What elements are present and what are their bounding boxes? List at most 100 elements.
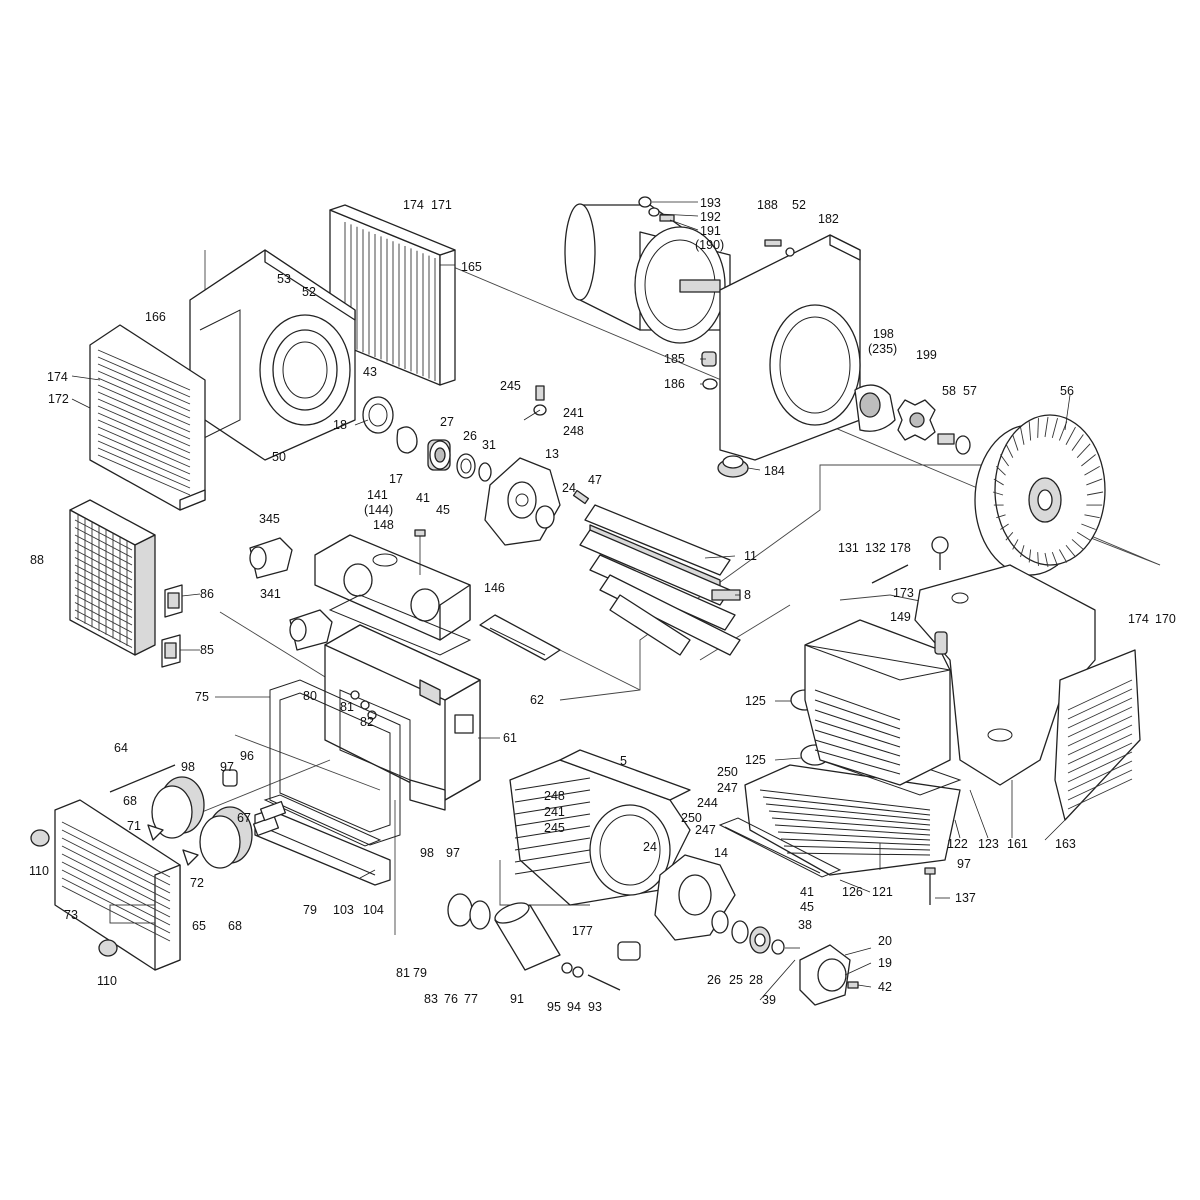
- linework: [514, 825, 591, 839]
- bracket-85: [161, 634, 181, 668]
- callout-27: 27: [440, 415, 454, 429]
- callout-126: 126: [842, 885, 863, 899]
- callout-198: 198: [873, 327, 894, 341]
- linework: [1065, 544, 1076, 558]
- callout-137: 137: [955, 891, 976, 905]
- linework: [1028, 549, 1032, 563]
- front-grille-73: [54, 799, 181, 971]
- spacer-149: [934, 631, 948, 655]
- filter-block-88: [69, 499, 156, 656]
- linework: [61, 853, 171, 910]
- callout-97-upper: 97: [220, 760, 234, 774]
- callout-58: 58: [942, 384, 956, 398]
- linework: [97, 363, 191, 405]
- callout-190: (190): [695, 238, 724, 252]
- linework: [1081, 454, 1096, 467]
- linework: [97, 370, 191, 412]
- motor-flange-182: [719, 234, 861, 461]
- cap-110-lower: [98, 939, 118, 957]
- gasket-126: [718, 817, 842, 878]
- callout-28: 28: [749, 973, 763, 987]
- callout-121: 121: [872, 885, 893, 899]
- linework: [1067, 742, 1133, 774]
- linework: [74, 549, 133, 581]
- callout-11: 11: [744, 549, 757, 563]
- linework: [1067, 778, 1133, 810]
- callout-245-lower: 245: [544, 821, 565, 835]
- linework: [780, 838, 931, 846]
- callout-77: 77: [464, 992, 478, 1006]
- callout-52-right: 52: [792, 198, 806, 212]
- linework: [74, 534, 133, 566]
- callout-73: 73: [64, 908, 78, 922]
- side-grille-166: [89, 324, 206, 511]
- callout-72: 72: [190, 876, 204, 890]
- fan-housing-50: [189, 249, 356, 461]
- callout-341: 341: [260, 587, 281, 601]
- screw-148: [414, 529, 426, 575]
- linework: [768, 810, 931, 826]
- callout-56: 56: [1060, 384, 1074, 398]
- linework: [61, 821, 171, 878]
- coupling-198: [854, 384, 896, 432]
- callout-170: 170: [1155, 612, 1176, 626]
- linework: [1044, 552, 1049, 568]
- callout-174-left: 174: [47, 370, 68, 384]
- linework: [97, 412, 191, 454]
- callout-13: 13: [545, 447, 559, 461]
- callout-65: 65: [192, 919, 206, 933]
- linework: [774, 824, 931, 836]
- callout-199: 199: [916, 348, 937, 362]
- callout-144: (144): [364, 503, 393, 517]
- gasket-146: [328, 594, 472, 656]
- linework: [1067, 715, 1133, 747]
- cover-14: [654, 854, 736, 941]
- linework: [1071, 434, 1084, 451]
- callout-18: 18: [333, 418, 347, 432]
- callout-163: 163: [1055, 837, 1076, 851]
- callout-191: 191: [700, 224, 721, 238]
- washer-186: [702, 378, 718, 390]
- callout-24-upper: 24: [562, 481, 576, 495]
- linework: [97, 405, 191, 447]
- linework: [97, 356, 191, 398]
- callout-110-lower: 110: [97, 974, 117, 988]
- linework: [1067, 733, 1133, 765]
- callout-125-upper: 125: [745, 694, 766, 708]
- callout-123: 123: [978, 837, 999, 851]
- callout-250-upper: 250: [717, 765, 738, 779]
- foot-184: [717, 455, 749, 478]
- linework: [1076, 443, 1091, 459]
- nut-52-upper-right: [785, 247, 795, 257]
- linework: [1081, 523, 1096, 530]
- ring-24-upper: [535, 505, 555, 529]
- linework: [61, 861, 171, 918]
- linework: [97, 377, 191, 419]
- linework: [1058, 549, 1068, 563]
- linework: [514, 837, 591, 851]
- linework: [814, 749, 901, 775]
- eye-bolt-178: [931, 536, 949, 570]
- rotor-8: [579, 504, 741, 656]
- linework: [1005, 531, 1014, 541]
- linework: [1084, 465, 1100, 476]
- callout-41-upper: 41: [416, 491, 430, 505]
- screw-58: [937, 433, 955, 445]
- linework: [514, 813, 591, 827]
- callout-98-upper: 98: [181, 760, 195, 774]
- linework: [1071, 539, 1084, 550]
- callout-26-upper: 26: [463, 429, 477, 443]
- callout-26-lower: 26: [707, 973, 721, 987]
- linework: [1037, 552, 1039, 566]
- bearing-27: [427, 439, 451, 471]
- motor: [564, 203, 731, 344]
- callout-57: 57: [963, 384, 977, 398]
- bolt-188: [764, 239, 782, 247]
- linework: [74, 587, 133, 618]
- linework: [61, 837, 171, 894]
- linework: [814, 729, 901, 757]
- screw-137: [924, 867, 936, 905]
- callout-24-lower: 24: [643, 840, 657, 854]
- linework: [1012, 434, 1019, 451]
